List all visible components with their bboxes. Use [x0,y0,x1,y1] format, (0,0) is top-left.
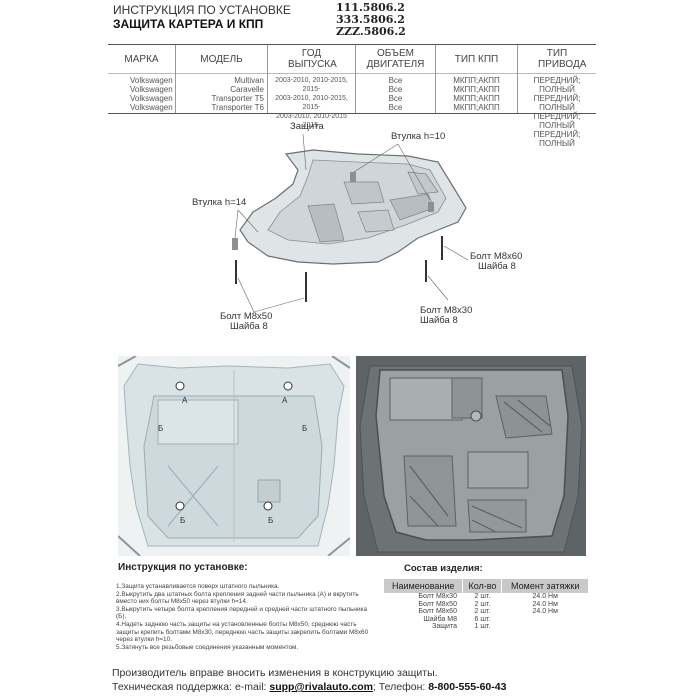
model-values: Multivan Caravelle Transporter T5 Transp… [211,76,264,112]
support-email-link[interactable]: supp@rivalauto.com [269,681,373,693]
table-row: Болт М8х60 2 шт. 24.0 Нм [418,608,558,616]
support-phone: 8-800-555-60-43 [428,681,507,693]
photo-installed-guard [356,356,586,556]
footer: Производитель вправе вносить изменения в… [112,666,506,694]
title-line-1: ИНСТРУКЦИЯ ПО УСТАНОВКЕ [113,3,291,17]
label-bushing-h14: Втулка h=14 [192,197,247,208]
header-make: МАРКА [124,54,159,65]
plate-rib [407,171,439,195]
column-drive: ТИП ПРИВОДА ПЕРЕДНИЙ; ПОЛНЫЙ ПЕРЕДНИЙ; П… [518,45,596,148]
year-values: 2003-2010, 2010-2015, 2015- 2003-2010, 2… [275,77,348,129]
label-bolt-m8x50: Болт М8х50 Шайба 8 [220,311,273,332]
disclaimer: Производитель вправе вносить изменения в… [112,667,438,679]
instruction-line: 3.Выкрутить четыре болта крепления перед… [116,605,368,621]
gearbox-values: МКПП;АКПП МКПП;АКПП МКПП;АКПП МКПП;АКПП [453,76,500,112]
plate-rib [343,181,385,205]
column-engine: ОБЪЕМ ДВИГАТЕЛЯ Все Все Все Все [356,45,436,113]
table-divider [108,73,596,74]
contents-title: Состав изделия: [404,563,483,574]
header-model: МОДЕЛЬ [200,54,243,65]
header-year: ГОД ВЫПУСКА [288,48,337,70]
support-line: Техническая поддержка: e-mail: supp@riva… [112,680,506,694]
table-row: Шайба М8 6 шт. [423,615,491,623]
header-drive: ТИП ПРИВОДА [538,48,587,70]
column-year: ГОД ВЫПУСКА 2003-2010, 2010-2015, 2015- … [268,45,356,129]
mark-a: А [182,396,188,405]
email-label: e-mail: [234,681,267,693]
photo-stock-underside: А А Б Б Б Б [118,356,350,556]
instruction-line: 4.Надеть заднюю часть защиты на установл… [116,620,357,628]
support-label: Техническая поддержка: [112,681,233,693]
label-bolt-m8x30: Болт М8х30 Шайба 8 [420,305,473,326]
label-bushing-h10: Втулка h=10 [391,131,446,142]
phone-label: ; Телефон: [372,681,426,693]
mark-a: А [282,396,288,405]
instruction-line: через втулки h=10. [116,636,172,644]
mark-b: Б [268,516,274,525]
contents-table: Наименование Кол-во Момент затяжки Болт … [384,579,589,631]
header-qty: Кол-во [462,579,503,593]
label-bolt-m8x60: Болт М8х60 Шайба 8 [470,251,523,272]
drive-values: ПЕРЕДНИЙ; ПОЛНЫЙ ПЕРЕДНИЙ; ПОЛНЫЙ ПЕРЕДН… [533,76,581,148]
product-code: ZZZ.5806.2 [336,25,406,38]
installed-guard-drawing [356,356,586,556]
vehicle-spec-table: МАРКА Volkswagen Volkswagen Volkswagen V… [108,44,596,148]
header-engine: ОБЪЕМ ДВИГАТЕЛЯ [366,48,425,70]
instruction-line: 5.Затянуть все резьбовые соединения указ… [116,643,299,651]
table-row: Болт М8х30 2 шт. 24.0 Нм [418,593,558,600]
bushing-h10 [350,172,356,182]
make-values: Volkswagen Volkswagen Volkswagen Volkswa… [130,76,173,112]
mark-b: Б [158,424,164,433]
table-row: Болт М8х50 2 шт. 24.0 Нм [418,600,558,608]
header-torque: Момент затяжки [501,579,589,593]
mark-b: Б [180,516,186,525]
column-model: МОДЕЛЬ Multivan Caravelle Transporter T5… [176,45,268,113]
plate-rib [357,209,395,233]
instruction-line: 1.Защита устанавливается поверх штатного… [116,583,280,590]
installation-instructions: Инструкция по установке: 1.Защита устана… [112,562,372,651]
header-name: Наименование [384,579,464,593]
kit-contents: Состав изделия: Наименование Кол-во Моме… [384,563,589,631]
product-code: 333.5806.2 [336,13,405,26]
bushing-h14 [232,238,238,250]
instruction-line: вместо них болты М8х50 через втулки h=14… [116,598,248,606]
instructions-text: 1.Защита устанавливается поверх штатного… [112,583,372,651]
product-code: 111.5806.2 [336,1,405,14]
skid-plate-drawing [232,133,469,313]
title-line-2: ЗАЩИТА КАРТЕРА И КПП [113,17,264,31]
instruction-line: 2.Выкрутить два штатных болта крепления … [116,590,359,598]
column-make: МАРКА Volkswagen Volkswagen Volkswagen V… [108,45,176,113]
stock-underside-drawing [118,356,350,556]
table-row: Защита 1 шт. [432,623,491,631]
instruction-line: защиты крепить болтами М8х30, переднюю ч… [116,628,369,636]
plate-rib [307,203,345,243]
label-guard: Защита [290,121,324,132]
engine-values: Все Все Все Все [388,76,403,112]
instructions-title: Инструкция по установке: [118,562,248,573]
product-codes: 111.5806.2 333.5806.2 ZZZ.5806.2 [336,2,406,38]
assembly-diagram: Защита Втулка h=10 Втулка h=14 Болт М8х6… [108,112,596,352]
column-gearbox: ТИП КПП МКПП;АКПП МКПП;АКПП МКПП;АКПП МК… [436,45,518,113]
bushing-h10 [428,202,434,212]
document-title: ИНСТРУКЦИЯ ПО УСТАНОВКЕ ЗАЩИТА КАРТЕРА И… [113,3,291,31]
mark-b: Б [302,424,308,433]
header-gearbox: ТИП КПП [454,54,499,65]
